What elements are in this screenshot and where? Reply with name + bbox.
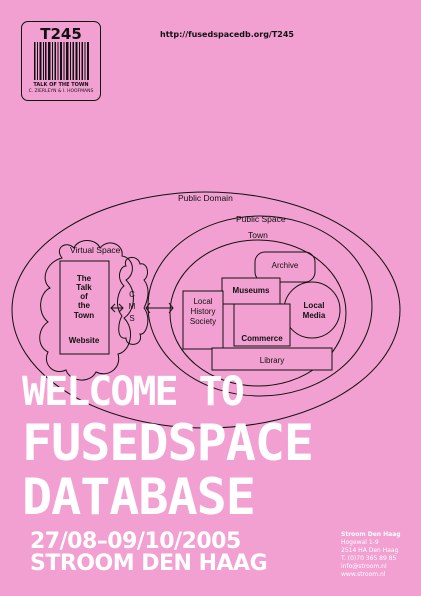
website-line-1: The: [77, 274, 92, 283]
local-media-line-1: Local: [304, 301, 325, 310]
local-media-line-2: Media: [303, 311, 326, 320]
virtual-space-label: Virtual Space: [70, 245, 121, 255]
public-space-label: Public Space: [236, 214, 286, 224]
cms-letter-c: C: [129, 290, 135, 299]
catalog-tag: T245 TALK OF THE TOWN C. ZIERLEYN & I. H…: [21, 21, 101, 101]
website-cms-arrow: [110, 303, 124, 313]
local-history-line-2: History: [191, 307, 216, 316]
town-label: Town: [248, 230, 268, 240]
address-phone: T. (0)70 365 89 85: [341, 555, 397, 562]
website-line-4: the: [78, 301, 91, 310]
local-history-box: [182, 290, 224, 350]
cms-letter-s: S: [129, 314, 134, 323]
barcode-icon: [34, 42, 89, 80]
local-media-circle: [283, 281, 341, 339]
archive-label: Archive: [272, 261, 299, 270]
museums-box: [221, 277, 281, 305]
headline-line-2: FUSEDSPACE: [22, 414, 314, 472]
event-venue: STROOM DEN HAAG: [30, 551, 268, 576]
commerce-box: [233, 303, 291, 347]
town-ellipse: [169, 239, 347, 387]
archive-box: [254, 251, 316, 283]
address-city: 2514 HA Den Haag: [341, 547, 399, 554]
website-line-2: Talk: [76, 283, 92, 292]
address-email[interactable]: info@stroom.nl: [341, 563, 387, 570]
library-box: [211, 347, 333, 371]
address-block: Stroom Den Haag Hogewal 1-9 2514 HA Den …: [341, 531, 401, 579]
headline-line-3: DATABASE: [22, 468, 256, 526]
website-box: [59, 260, 110, 355]
website-line-5: Town: [74, 311, 94, 320]
page-url[interactable]: http://fusedspacedb.org/T245: [160, 30, 294, 39]
local-history-line-3: Society: [190, 317, 216, 326]
cms-cloud: [117, 257, 149, 345]
event-dates: 27/08–09/10/2005: [30, 529, 241, 554]
cms-letter-m: M: [129, 302, 136, 311]
website-line-3: of: [80, 292, 88, 301]
public-domain-label: Public Domain: [178, 193, 233, 203]
cms-town-arrow: [145, 302, 174, 314]
local-history-line-1: Local: [193, 297, 212, 306]
library-label: Library: [260, 356, 284, 365]
commerce-label: Commerce: [241, 334, 283, 343]
tag-title: TALK OF THE TOWN: [33, 82, 89, 88]
address-web[interactable]: www.stroom.nl: [341, 571, 386, 578]
website-label: Website: [69, 336, 100, 345]
tag-authors: C. ZIERLEYN & I. HOOFMANS: [28, 89, 94, 94]
public-domain-ellipse: [11, 191, 401, 429]
tag-code: T245: [40, 25, 82, 43]
virtual-space-cloud: [39, 240, 134, 381]
address-street: Hogewal 1-9: [341, 539, 379, 546]
address-name: Stroom Den Haag: [341, 531, 401, 538]
museums-label: Museums: [233, 286, 270, 295]
headline-line-1: WELCOME TO: [22, 369, 245, 415]
